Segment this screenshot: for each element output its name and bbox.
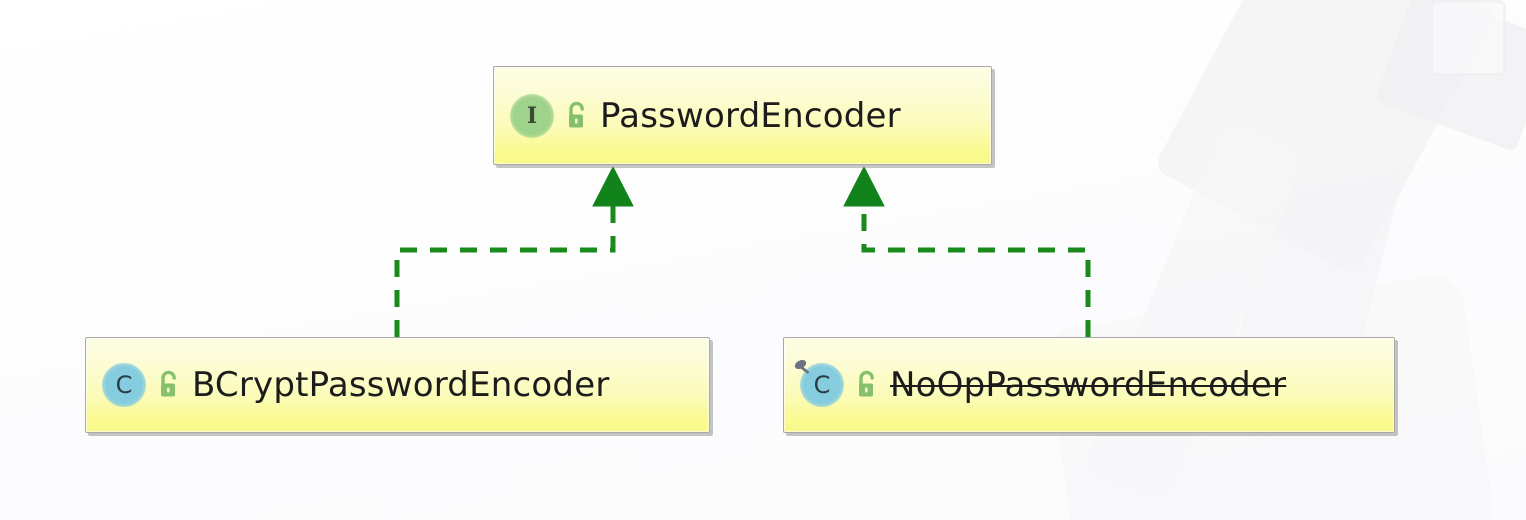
background-watermark-shape	[1153, 0, 1497, 277]
node-password-encoder[interactable]: I PasswordEncoder	[493, 66, 992, 165]
background-watermark-shape	[1082, 116, 1308, 504]
node-password-encoder-label: PasswordEncoder	[600, 95, 901, 136]
interface-circle-icon: I	[510, 93, 554, 138]
node-bcrypt-password-encoder[interactable]: C BCryptPasswordEncoder	[85, 337, 710, 433]
open-padlock-icon	[859, 370, 874, 397]
edge-bcrypt-implements[interactable]	[394, 165, 634, 337]
node-noop-password-encoder-label: NoOpPasswordEncoder	[890, 365, 1287, 405]
node-noop-password-encoder-content: C NoOpPasswordEncoder	[794, 359, 1378, 407]
open-padlock-icon	[161, 370, 176, 397]
node-bcrypt-password-encoder-content: C BCryptPasswordEncoder	[102, 363, 693, 407]
edge-bcrypt-implements-arrowhead	[592, 165, 634, 207]
node-bcrypt-password-encoder-label: BCryptPasswordEncoder	[192, 365, 610, 405]
edge-noop-implements-arrowhead	[843, 165, 885, 207]
edge-bcrypt-implements-line	[394, 206, 616, 337]
deprecated-marker-icon	[794, 359, 810, 374]
node-password-encoder-content: I PasswordEncoder	[510, 93, 975, 138]
class-badge-letter: C	[813, 371, 831, 399]
class-circle-icon: C	[102, 363, 146, 407]
class-circle-icon: C	[794, 359, 844, 407]
background-watermark-shape	[1374, 0, 1526, 153]
interface-badge-letter: I	[526, 102, 538, 129]
open-padlock-icon	[569, 101, 584, 127]
class-badge-letter: C	[115, 371, 133, 399]
node-noop-password-encoder[interactable]: C NoOpPasswordEncoder	[783, 337, 1395, 433]
edge-noop-implements[interactable]	[843, 165, 1091, 337]
edge-noop-implements-line	[861, 206, 1091, 337]
background-watermark-shape	[1430, 0, 1506, 76]
